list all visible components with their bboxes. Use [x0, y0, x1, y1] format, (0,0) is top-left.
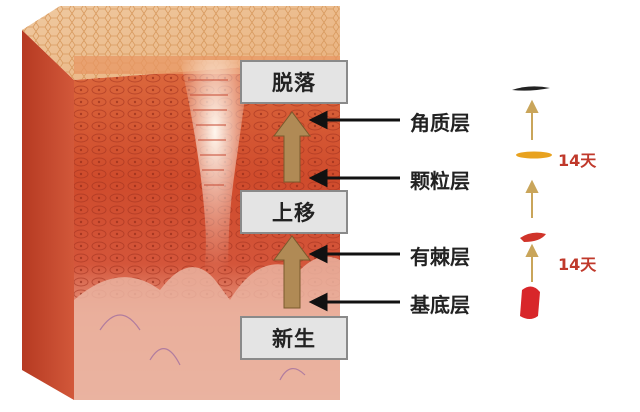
layer-label-stratum-spinosum: 有棘层 — [410, 245, 470, 269]
stage-box-move-up: 上移 — [240, 190, 348, 234]
granular-cell-icon — [516, 151, 552, 159]
cycle-days-label: 14天 — [558, 255, 597, 274]
basal-cell-icon — [520, 286, 540, 319]
flat-cell-icon — [512, 86, 550, 91]
skin-block-side — [22, 30, 74, 400]
stage-box-new: 新生 — [240, 316, 348, 360]
layer-label-stratum-basale: 基底层 — [410, 293, 470, 317]
cycle-days-label: 14天 — [558, 151, 597, 170]
layer-label-stratum-corneum: 角质层 — [410, 111, 470, 135]
stage-box-shed: 脱落 — [240, 60, 348, 104]
stage-label: 脱落 — [272, 71, 316, 95]
arrow-up-icon — [273, 111, 311, 309]
layer-label-stratum-granulosum: 颗粒层 — [410, 169, 470, 193]
stage-label: 新生 — [272, 327, 316, 351]
stage-label: 上移 — [272, 201, 316, 225]
spinous-cell-icon — [520, 232, 546, 242]
